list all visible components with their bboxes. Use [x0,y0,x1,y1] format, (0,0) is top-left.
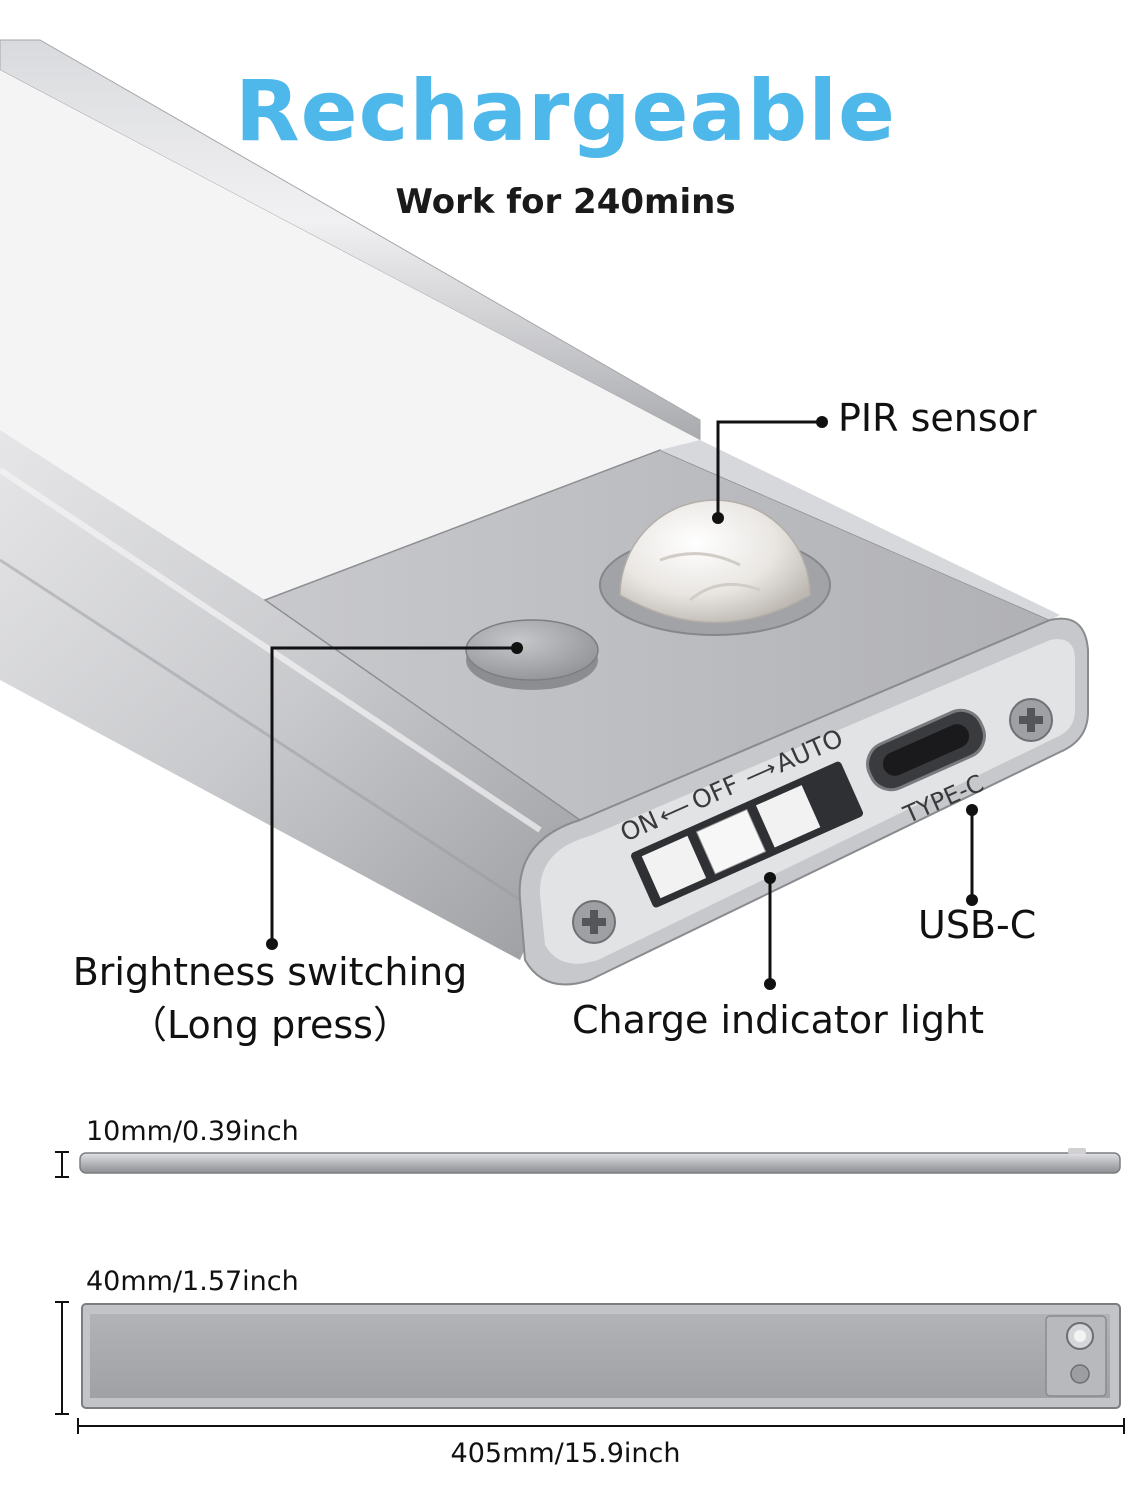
brightness-label-line2: （Long press） [129,1003,411,1047]
thickness-marker [55,1151,69,1178]
dimension-diagrams [55,1148,1125,1434]
top-view-bar [81,1303,1121,1409]
page-title: Rechargeable [234,62,897,160]
brightness-button [465,619,599,681]
diffuser-panel [0,70,700,600]
width-marker [55,1301,69,1415]
light-bar-illustration: ON ⟵ OFF ⟶ AUTO TYPE-C [0,39,1089,990]
brightness-label-line1: Brightness switching [72,950,468,994]
right-screw [1009,698,1053,742]
page-subtitle: Work for 240mins [395,182,736,222]
front-rail [0,430,580,960]
pir-dome [619,499,811,624]
pir-sensor-label: PIR sensor [838,396,1037,440]
thickness-label: 10mm/0.39inch [86,1116,299,1147]
length-label: 405mm/15.9inch [450,1438,681,1469]
leader-lines [270,420,974,984]
charge-indicator-label: Charge indicator light [572,998,985,1042]
brightness-label: Brightness switching （Long press） [60,950,480,1049]
side-profile-bar [79,1148,1121,1174]
width-label: 40mm/1.57inch [86,1266,299,1297]
usb-c-label: USB-C [918,903,1037,947]
back-rail [0,39,701,441]
left-screw [572,900,616,944]
mode-switch [631,761,864,908]
length-marker [77,1418,1125,1434]
